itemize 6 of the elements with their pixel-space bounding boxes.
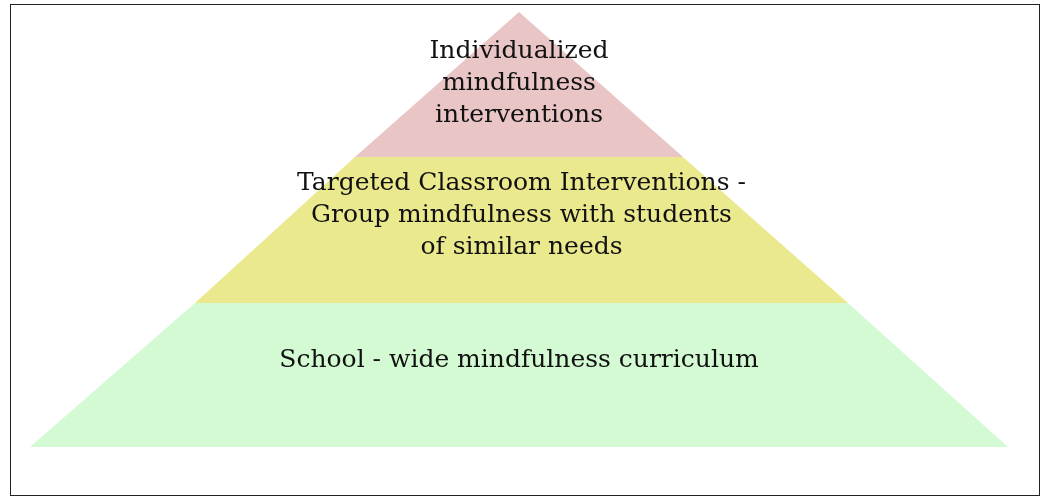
pyramid-tier <box>195 157 848 303</box>
pyramid-apex-triangle <box>355 12 683 157</box>
pyramid-tier <box>30 303 1008 447</box>
tier-label: School - wide mindfulness curriculum <box>278 343 760 375</box>
tier-label: Targeted Classroom Interventions - Group mindfulness with students of similar needs <box>296 166 747 262</box>
tier-label: Individualized mindfulness interventions <box>428 34 610 130</box>
